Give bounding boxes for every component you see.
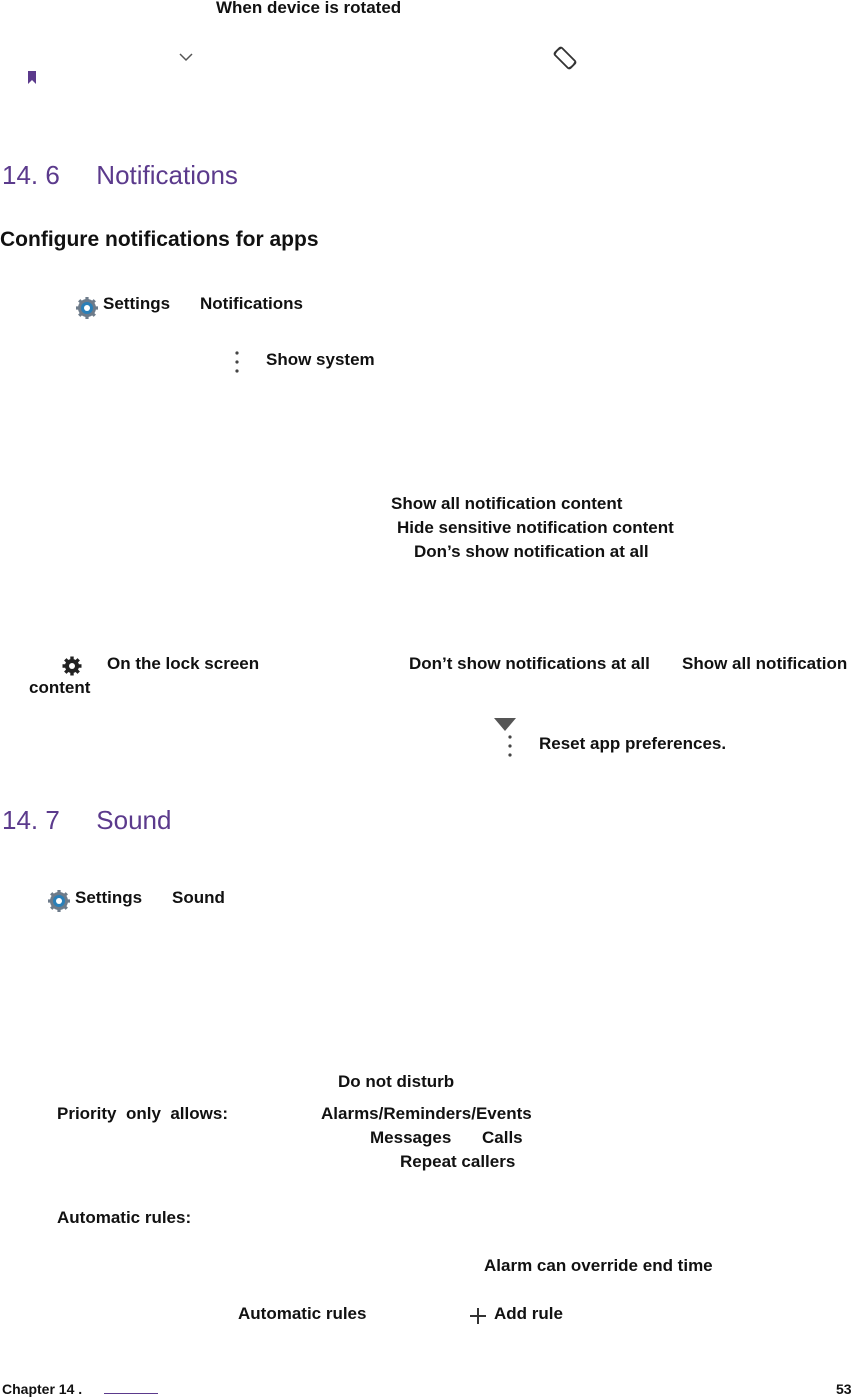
triangle-down-icon xyxy=(493,718,517,737)
lockscreen-label: On the lock screen xyxy=(107,654,260,673)
section-number: 14. 6 xyxy=(2,160,60,190)
priority-only-label: Priority only allows: xyxy=(57,1104,228,1123)
alarm-override-end-time: Alarm can override end time xyxy=(484,1256,713,1275)
plus-icon[interactable] xyxy=(469,1307,487,1330)
show-system-option[interactable]: Show system xyxy=(266,350,375,369)
section-title: Sound xyxy=(96,805,172,835)
automatic-rules: Automatic rules xyxy=(238,1304,367,1323)
section-14-6-heading: 14. 6 Notifications xyxy=(2,160,238,191)
more-vert-icon[interactable] xyxy=(505,733,515,764)
gear-icon[interactable] xyxy=(61,655,83,682)
option-dont-show[interactable]: Don’s show notification at all xyxy=(414,542,649,561)
alarms-reminders-events: Alarms/Reminders/Events xyxy=(321,1104,532,1123)
add-rule-button[interactable]: Add rule xyxy=(494,1304,563,1323)
screen-rotation-icon[interactable] xyxy=(552,45,578,76)
messages-option: Messages xyxy=(370,1128,452,1147)
path-settings: Settings xyxy=(103,294,171,313)
option-show-all-content[interactable]: Show all notification content xyxy=(391,494,623,513)
show-all-notification: Show all notification xyxy=(682,654,848,673)
page-number: 53 xyxy=(836,1381,852,1397)
section-number: 14. 7 xyxy=(2,805,60,835)
footer-chapter: Chapter 14 . xyxy=(2,1381,83,1397)
bookmark-icon xyxy=(27,71,37,89)
section-14-7-heading: 14. 7 Sound xyxy=(2,805,171,836)
automatic-rules-label: Automatic rules: xyxy=(57,1208,192,1227)
option-hide-sensitive[interactable]: Hide sensitive notification content xyxy=(397,518,674,537)
path-notifications: Notifications xyxy=(200,294,303,313)
show-all-notification-cont: content xyxy=(29,678,91,697)
dont-show-notifications: Don’t show notifications at all xyxy=(409,654,650,673)
footer-underline xyxy=(104,1393,158,1394)
calls-option: Calls xyxy=(482,1128,523,1147)
chevron-down-icon[interactable] xyxy=(178,50,194,68)
more-vert-icon[interactable] xyxy=(232,349,242,380)
subsection-title: Configure notifications for apps xyxy=(0,228,319,251)
repeat-callers-option: Repeat callers xyxy=(400,1152,516,1171)
path-sound: Sound xyxy=(172,888,225,907)
do-not-disturb: Do not disturb xyxy=(338,1072,455,1091)
section-title: Notifications xyxy=(96,160,238,190)
settings-gear-icon xyxy=(47,889,71,918)
path-settings: Settings xyxy=(75,888,143,907)
settings-gear-icon xyxy=(75,296,99,325)
rotate-label: When device is rotated xyxy=(216,0,402,17)
reset-app-preferences[interactable]: Reset app preferences. xyxy=(539,734,727,753)
